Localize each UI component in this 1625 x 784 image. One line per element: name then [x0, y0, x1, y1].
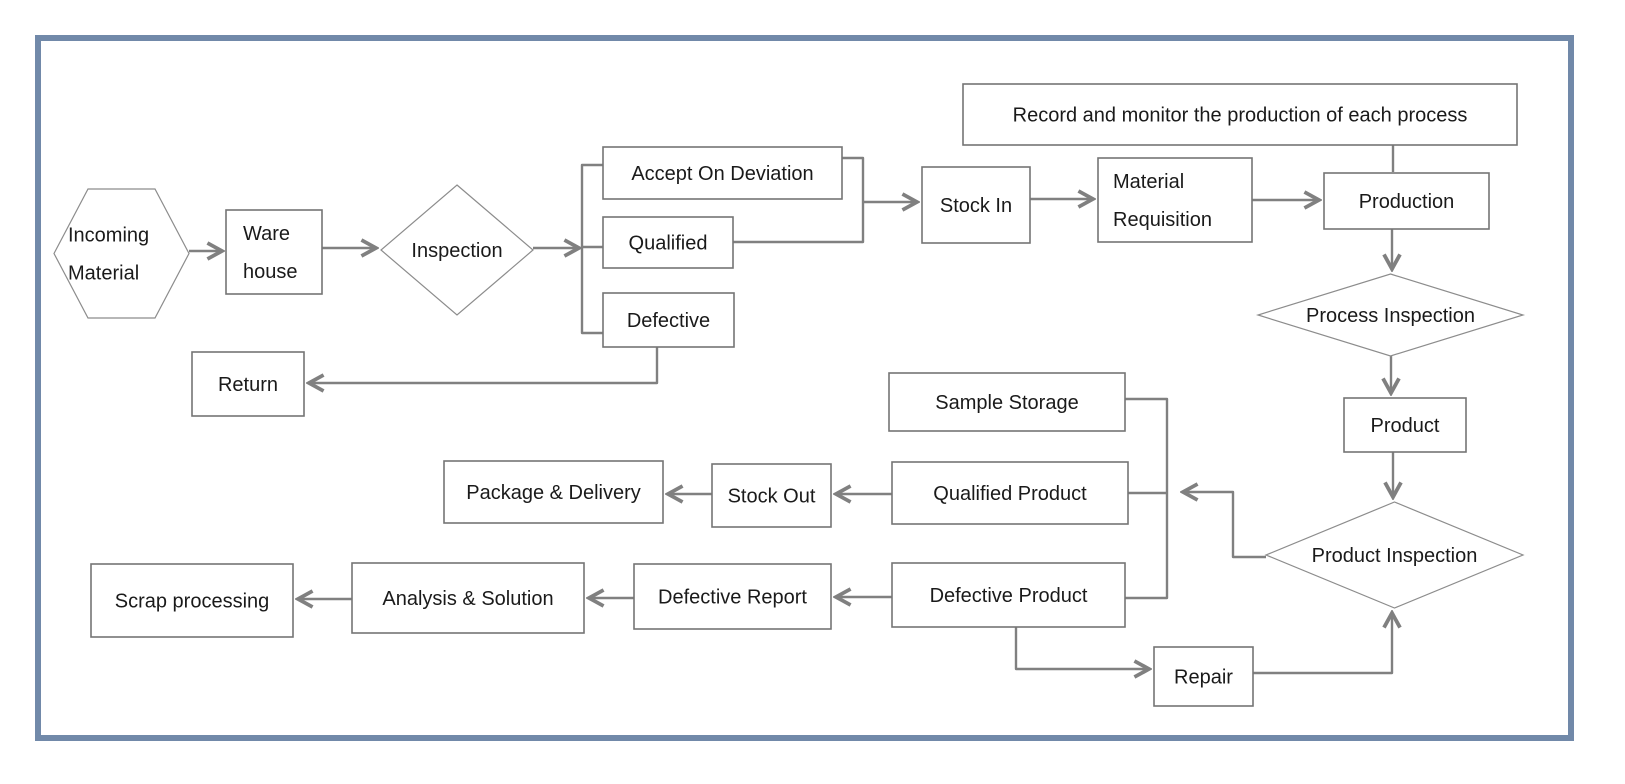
defective-product-box	[891, 562, 1126, 628]
node-sample-storage: Sample Storage	[888, 372, 1126, 432]
scrap-processing-label: Scrap processing	[115, 591, 270, 613]
incoming-material-label: Material	[68, 263, 139, 285]
defective-label: Defective	[627, 310, 710, 332]
qualified-product-box	[891, 461, 1129, 525]
edge-results-bracket	[1125, 397, 1169, 600]
warehouse-label: Ware	[243, 223, 290, 245]
material-requisition-label: Requisition	[1113, 209, 1212, 231]
node-layer: IncomingMaterialWarehouseInspectionAccep…	[53, 83, 1526, 707]
stock-out-label: Stock Out	[728, 486, 816, 508]
package-delivery-label: Package & Delivery	[466, 482, 641, 504]
repair-box	[1153, 646, 1254, 707]
product-box	[1343, 397, 1467, 453]
analysis-solution-label: Analysis & Solution	[382, 588, 553, 610]
edge-defective-to-return	[309, 347, 659, 383]
edge-product-inspection-to-results	[1183, 492, 1266, 559]
defective-report-label: Defective Report	[658, 587, 807, 609]
node-stock-in: Stock In	[921, 166, 1031, 244]
node-process-inspection: Process Inspection	[1255, 273, 1526, 357]
qualified-label: Qualified	[629, 233, 708, 255]
return-box	[191, 351, 305, 417]
node-inspection: Inspection	[380, 184, 534, 316]
node-qualified-product: Qualified Product	[891, 461, 1129, 525]
defective-report-box	[633, 563, 832, 630]
edge-branch-bracket	[580, 163, 603, 335]
stock-out-box	[711, 463, 832, 528]
material-requisition-box	[1097, 157, 1253, 243]
product-label: Product	[1371, 415, 1440, 437]
analysis-solution-box	[351, 562, 585, 634]
incoming-material-hexagon	[53, 188, 190, 319]
node-warehouse: Ware house	[225, 209, 323, 295]
inspection-label: Inspection	[411, 240, 502, 262]
qualified-product-label: Qualified Product	[933, 483, 1087, 505]
stock-in-box	[921, 166, 1031, 244]
incoming-material-label: Incoming	[68, 225, 149, 247]
node-scrap-processing: Scrap processing	[90, 563, 294, 638]
node-repair: Repair	[1153, 646, 1254, 707]
production-box	[1323, 172, 1490, 230]
edge-repair-to-product-inspection	[1253, 613, 1392, 675]
node-stock-out: Stock Out	[711, 463, 832, 528]
page-border	[35, 35, 1574, 741]
node-analysis-solution: Analysis & Solution	[351, 562, 585, 634]
material-requisition-label: Material	[1113, 171, 1184, 193]
return-label: Return	[218, 374, 278, 396]
node-record-monitor: Record and monitor the production of eac…	[962, 83, 1518, 146]
inspection-diamond	[380, 184, 534, 316]
node-product-inspection: Product Inspection	[1264, 501, 1525, 609]
stock-in-label: Stock In	[940, 195, 1012, 217]
qualified-box	[602, 216, 734, 269]
node-return: Return	[191, 351, 305, 417]
node-defective-product: Defective Product	[891, 562, 1126, 628]
scrap-processing-box	[90, 563, 294, 638]
package-delivery-box	[443, 460, 664, 524]
warehouse-label: house	[243, 261, 298, 283]
process-inspection-label: Process Inspection	[1306, 305, 1475, 327]
warehouse-box	[225, 209, 323, 295]
edge-defective-product-to-repair	[1014, 627, 1149, 669]
connector-layer	[189, 145, 1393, 673]
process-inspection-diamond	[1255, 273, 1526, 357]
repair-label: Repair	[1174, 667, 1233, 689]
node-accept-on-deviation: Accept On Deviation	[602, 146, 843, 200]
accept-on-deviation-box	[602, 146, 843, 200]
production-label: Production	[1359, 191, 1455, 213]
node-package-delivery: Package & Delivery	[443, 460, 664, 524]
defective-box	[602, 292, 735, 348]
node-defective-report: Defective Report	[633, 563, 832, 630]
sample-storage-box	[888, 372, 1126, 432]
accept-on-deviation-label: Accept On Deviation	[631, 163, 813, 185]
node-qualified: Qualified	[602, 216, 734, 269]
edge-aod-qualified-merge	[733, 156, 865, 244]
record-monitor-box	[962, 83, 1518, 146]
node-production: Production	[1323, 172, 1490, 230]
border-layer	[35, 35, 1574, 741]
node-defective: Defective	[602, 292, 735, 348]
product-inspection-diamond	[1264, 501, 1525, 609]
record-monitor-label: Record and monitor the production of eac…	[1013, 105, 1468, 127]
product-inspection-label: Product Inspection	[1312, 545, 1478, 567]
defective-product-label: Defective Product	[930, 585, 1088, 607]
sample-storage-label: Sample Storage	[935, 392, 1078, 414]
node-product: Product	[1343, 397, 1467, 453]
